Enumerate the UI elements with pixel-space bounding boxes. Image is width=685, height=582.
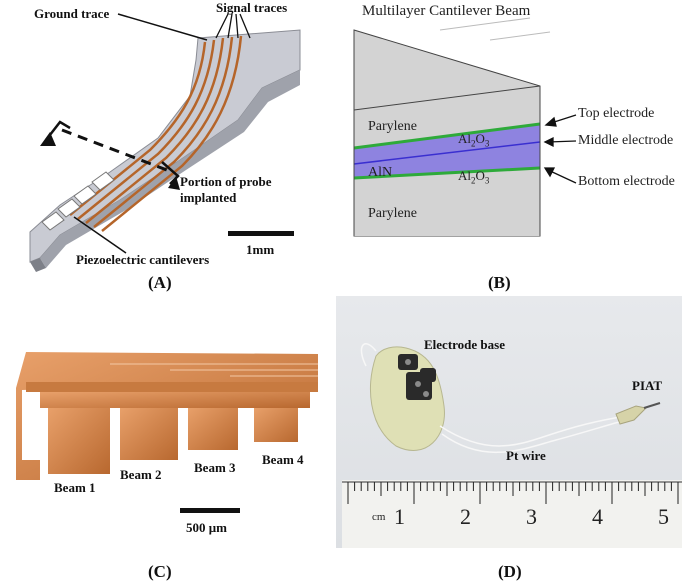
cantilever-cross-section: [353, 17, 577, 237]
panel-a-tag: (A): [148, 273, 172, 292]
panel-d-tag: (D): [498, 562, 522, 581]
pt-wire-label: Pt wire: [506, 448, 546, 463]
al2o3-bottom-label: Al2O3: [458, 168, 490, 186]
ruler-number-2: 2: [460, 504, 471, 529]
bottom-electrode-label: Bottom electrode: [578, 174, 675, 189]
electrode-base-label: Electrode base: [424, 337, 505, 352]
scale-bar-1mm-label: 1mm: [246, 242, 275, 257]
portion-implanted-label-line1: Portion of probe: [180, 174, 272, 189]
ruler-unit-label: cm: [372, 511, 386, 523]
piat-label: PIAT: [632, 378, 663, 393]
aln-label: AlN: [368, 165, 393, 180]
panel-a: Ground trace Signal traces Portion of pr…: [0, 0, 340, 292]
piezoelectric-cantilevers-label: Piezoelectric cantilevers: [76, 252, 210, 267]
portion-implanted-label-line2: implanted: [180, 190, 237, 205]
beam-4-label: Beam 4: [262, 452, 304, 467]
ground-trace-label: Ground trace: [34, 6, 110, 21]
top-electrode-label: Top electrode: [578, 106, 655, 121]
beam-2-label: Beam 2: [120, 467, 162, 482]
middle-electrode-label: Middle electrode: [578, 133, 674, 148]
cantilever-chip-micrograph: [16, 352, 318, 513]
al2o3-top-label: Al2O3: [458, 131, 490, 149]
probe-3d-render: [29, 13, 301, 272]
panel-c-tag: (C): [148, 562, 172, 581]
ruler-number-4: 4: [592, 504, 603, 529]
signal-traces-label: Signal traces: [216, 0, 288, 15]
ruler-number-1: 1: [394, 504, 405, 529]
parylene-top-label: Parylene: [368, 119, 417, 134]
scale-bar-500um-label: 500 μm: [186, 520, 227, 535]
panel-b: Multilayer Cantilever Beam Parylene Al2O…: [340, 0, 685, 292]
beam-3-label: Beam 3: [194, 460, 236, 475]
beam-1-label: Beam 1: [54, 480, 96, 495]
panel-c: Beam 1 Beam 2 Beam 3 Beam 4 500 μm (C): [0, 290, 330, 581]
ruler-number-3: 3: [526, 504, 537, 529]
panel-b-tag: (B): [488, 273, 511, 292]
panel-d: Electrode base PIAT Pt wire cm 1 2 3 4 5…: [336, 296, 682, 581]
panel-b-title: Multilayer Cantilever Beam: [362, 3, 531, 19]
device-photo: [342, 343, 682, 548]
ruler-number-5: 5: [658, 504, 669, 529]
parylene-bottom-label: Parylene: [368, 206, 417, 221]
